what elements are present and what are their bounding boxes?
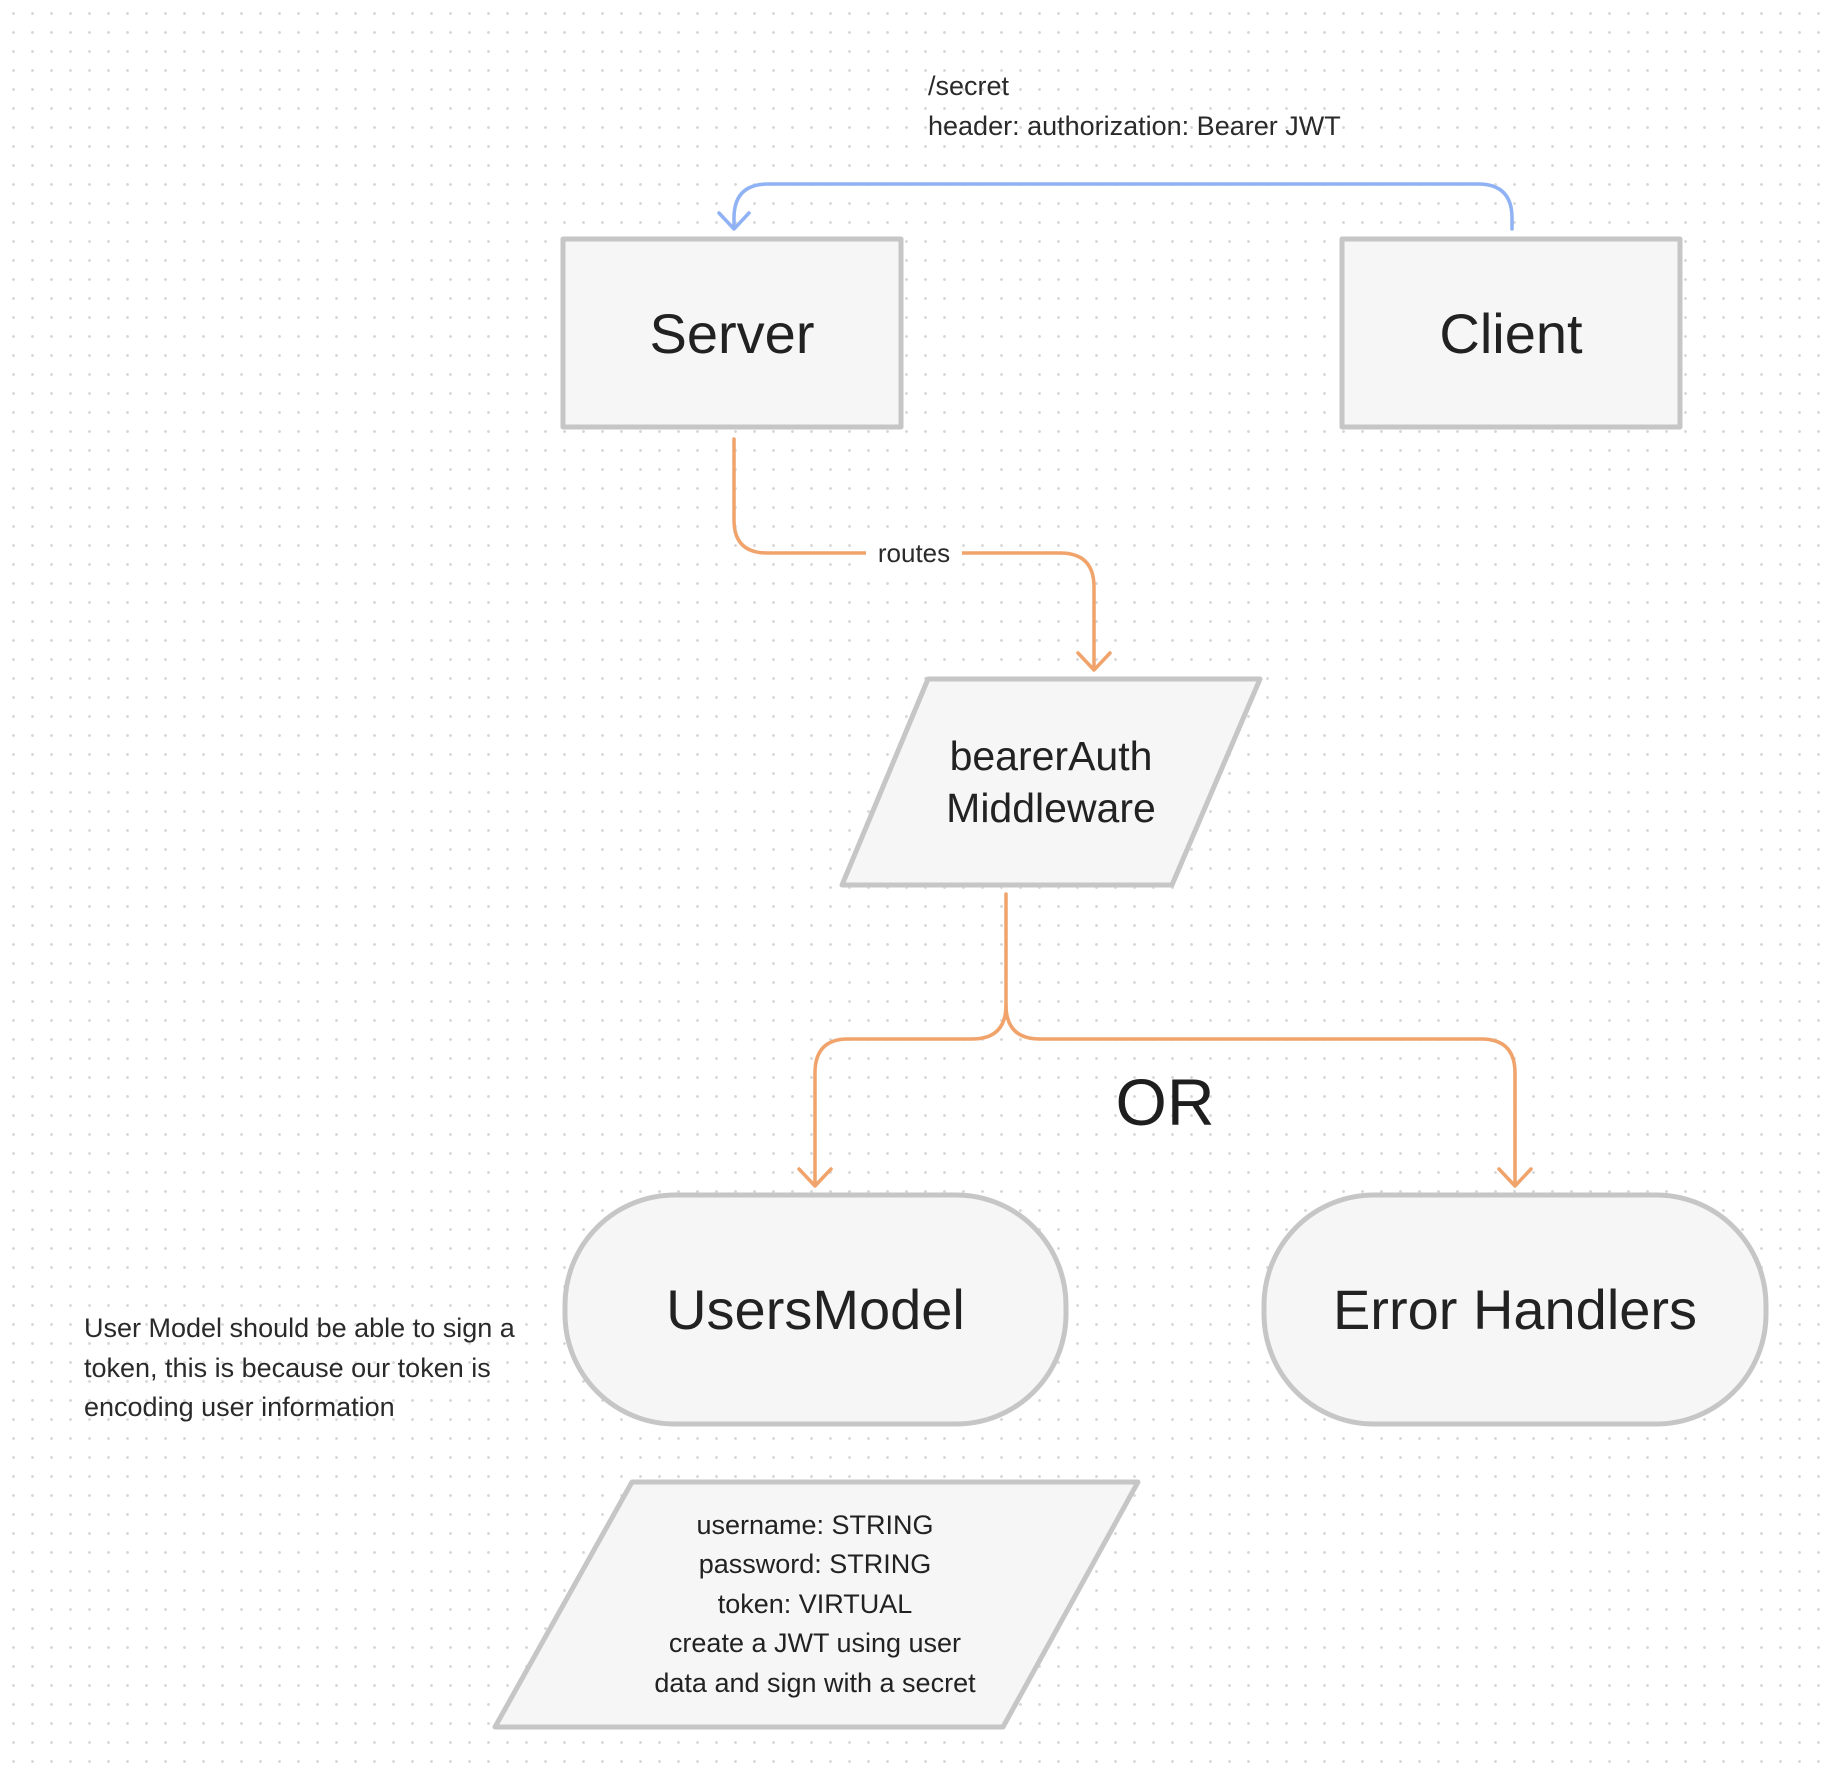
routes-label-wrapper: routes bbox=[814, 534, 1014, 572]
client-to-server-arrowhead bbox=[717, 211, 751, 231]
request-annotation: /secret header: authorization: Bearer JW… bbox=[928, 71, 1341, 141]
users-model-label: UsersModel bbox=[666, 1278, 965, 1341]
client-box[interactable] bbox=[1339, 236, 1683, 430]
middleware-to-error-handlers-arrowhead bbox=[1497, 1167, 1533, 1188]
error-handlers-label: Error Handlers bbox=[1332, 1278, 1698, 1341]
server-box[interactable] bbox=[560, 236, 904, 430]
bearer-auth-label: bearerAuth Middleware bbox=[946, 733, 1156, 831]
server-label: Server bbox=[649, 301, 815, 365]
users-model-box[interactable] bbox=[562, 1192, 1069, 1427]
or-label: OR bbox=[1115, 1065, 1215, 1139]
error-handlers-box[interactable] bbox=[1261, 1192, 1769, 1427]
middleware-to-users-model-connector[interactable] bbox=[813, 892, 1008, 1187]
user-schema-parallelogram[interactable] bbox=[492, 1479, 1141, 1730]
routes-edge-label: routes bbox=[865, 537, 963, 569]
bearer-auth-parallelogram[interactable] bbox=[839, 676, 1263, 888]
client-label: Client bbox=[1439, 301, 1583, 365]
middleware-to-users-model-arrowhead bbox=[797, 1167, 833, 1188]
user-model-note: User Model should be able to sign a toke… bbox=[84, 1313, 515, 1422]
middleware-to-error-handlers-connector[interactable] bbox=[1004, 1003, 1517, 1187]
server-to-middleware-arrowhead bbox=[1076, 651, 1112, 672]
client-to-server-connector[interactable] bbox=[732, 182, 1514, 231]
user-schema-label: username: STRING password: STRING token:… bbox=[654, 1509, 976, 1698]
